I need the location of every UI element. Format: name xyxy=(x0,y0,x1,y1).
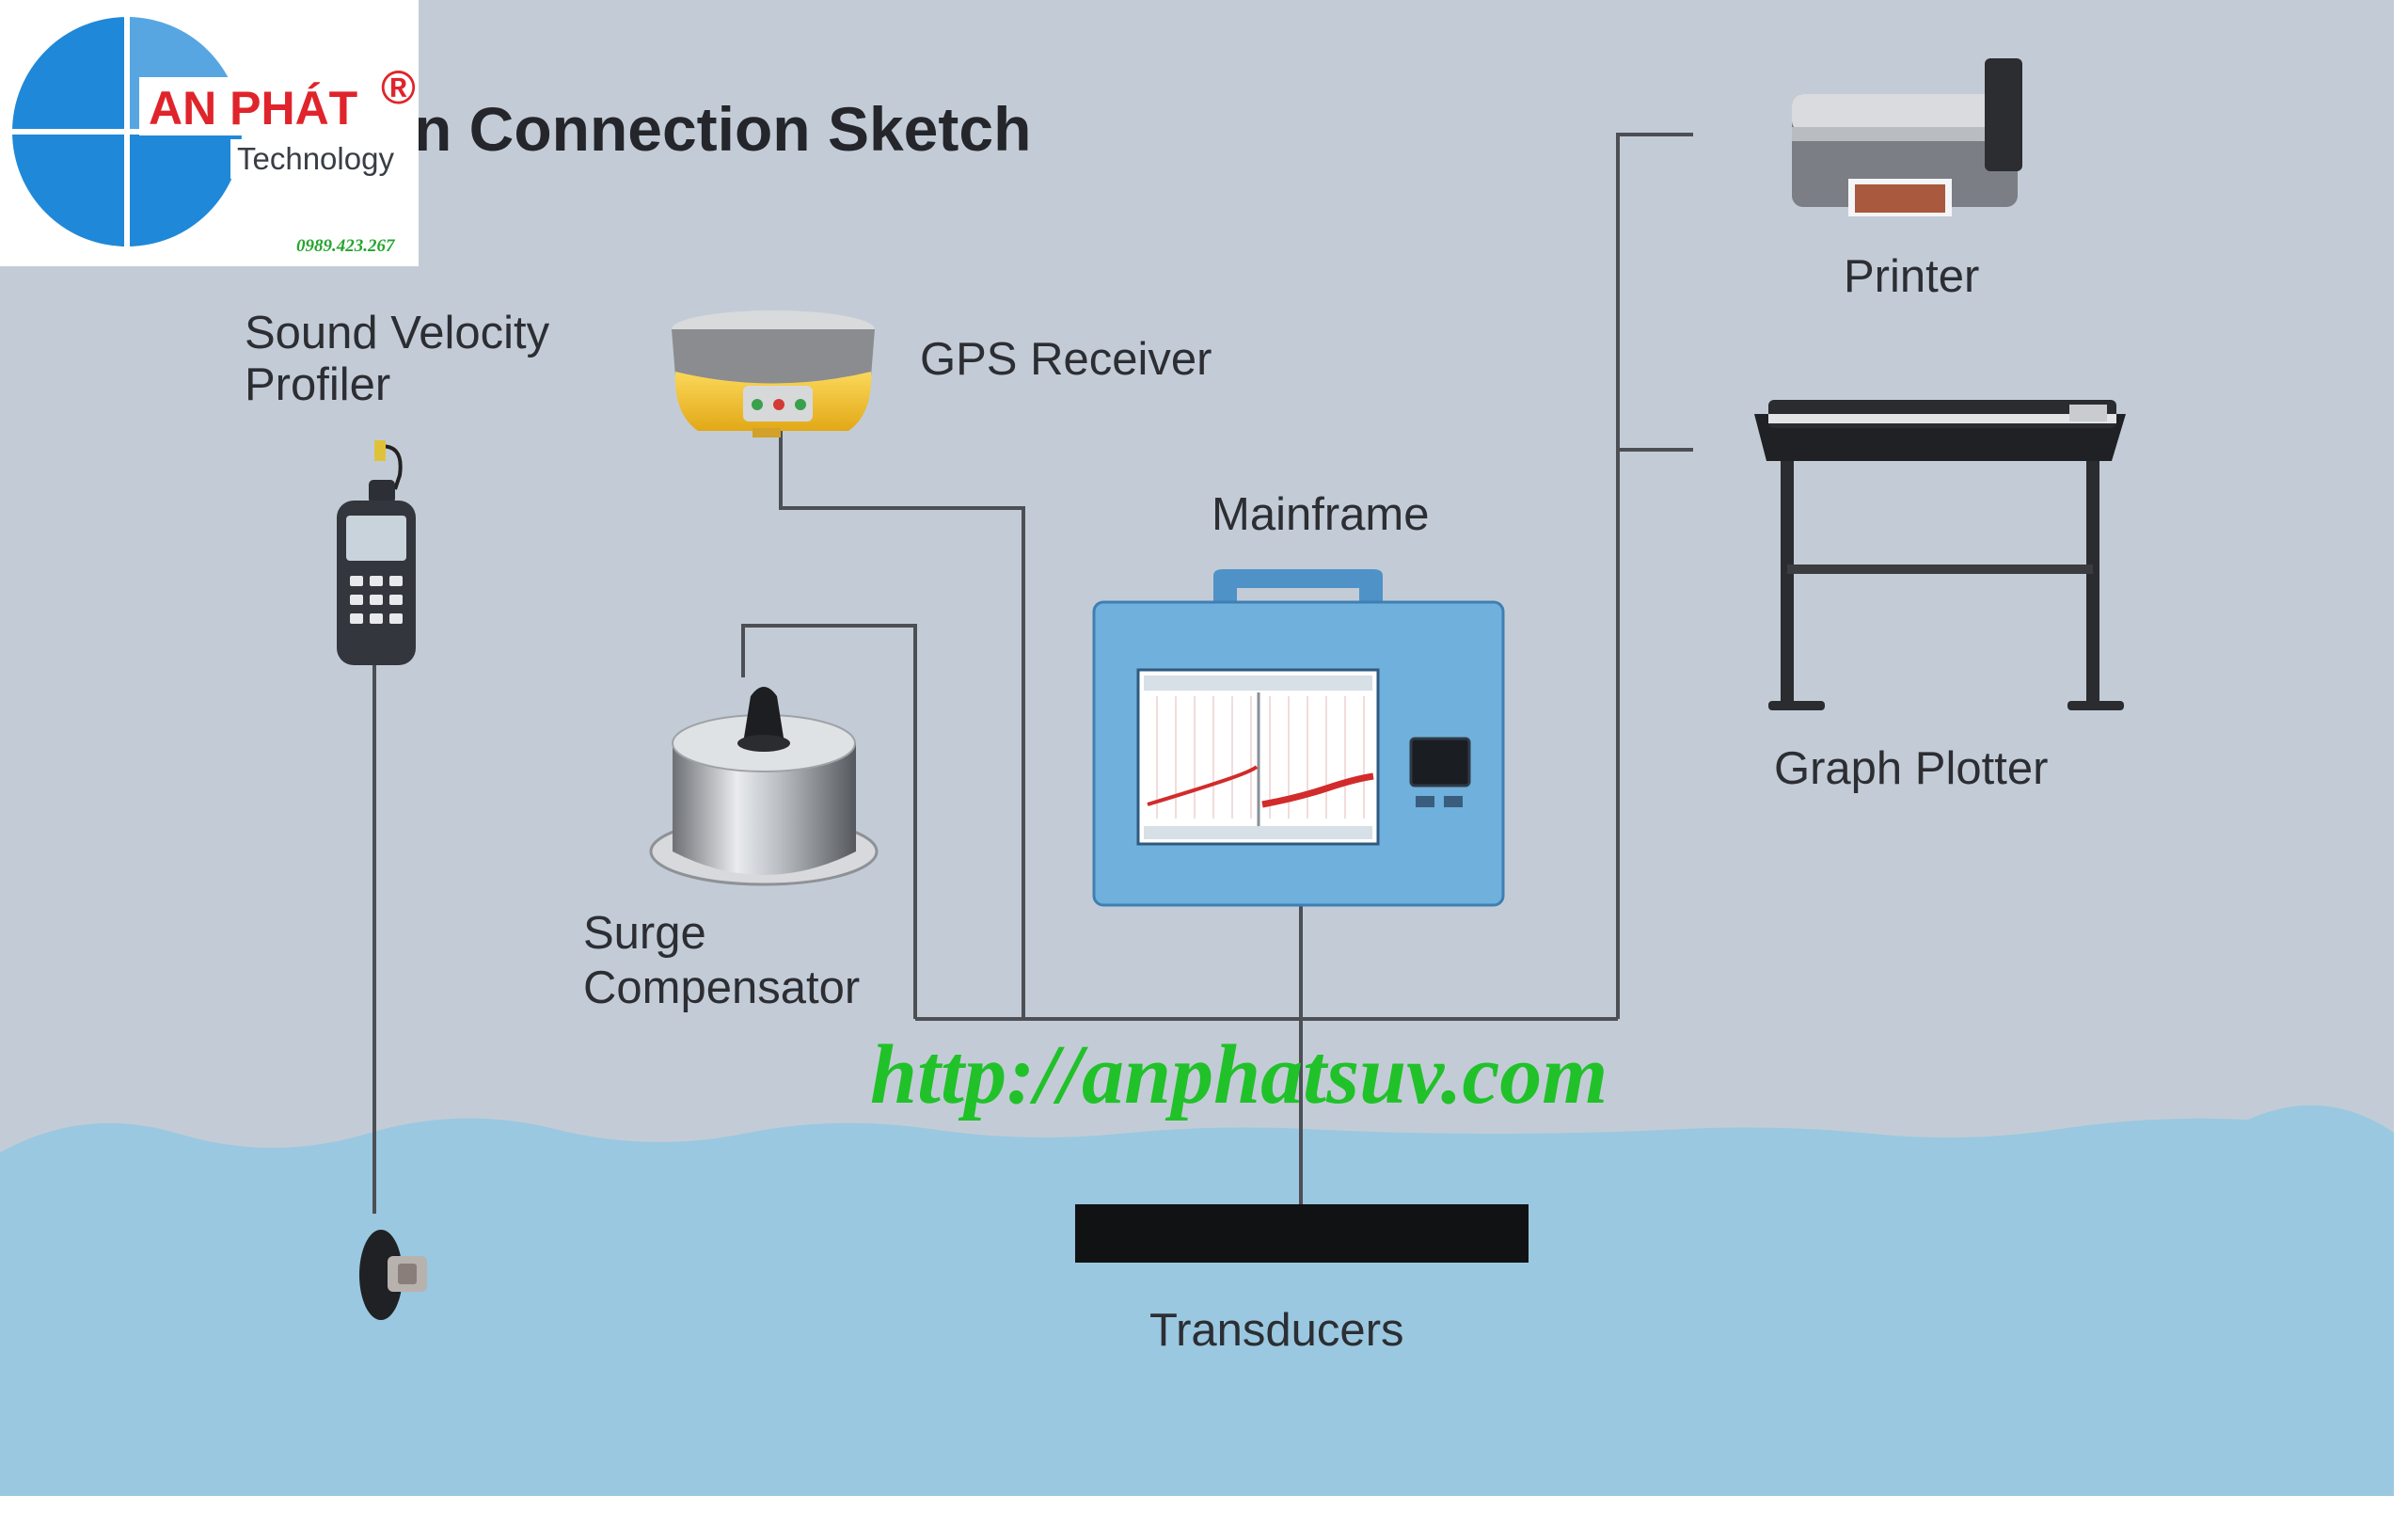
sound-velocity-profiler-icon xyxy=(337,440,427,1320)
diagram-title: n Connection Sketch xyxy=(414,94,1031,164)
anphat-logo: AN PHÁT ® Technology 0989.423.267 xyxy=(0,0,419,266)
printer-icon xyxy=(1792,58,2022,216)
label-graph-plotter: Graph Plotter xyxy=(1774,743,2048,794)
label-transducers: Transducers xyxy=(1149,1305,1404,1356)
surge-compensator-icon xyxy=(649,687,879,886)
frame-right-white xyxy=(2394,0,2408,1527)
label-sound-velocity-profiler-line2: Profiler xyxy=(245,359,390,410)
gps-receiver-icon xyxy=(672,310,875,437)
logo-phone: 0989.423.267 xyxy=(296,236,396,256)
logo-registered-mark: ® xyxy=(381,61,416,114)
label-sound-velocity-profiler-line1: Sound Velocity xyxy=(245,308,550,358)
graph-plotter-icon xyxy=(1754,400,2126,710)
watermark-url: http://anphatsuv.com xyxy=(870,1028,1608,1121)
mainframe-icon xyxy=(1092,569,1505,907)
connection-wires xyxy=(372,133,1693,1214)
label-surge-compensator-line2: Compensator xyxy=(583,962,860,1013)
transducers-bar xyxy=(1075,1204,1529,1263)
logo-subtitle: Technology xyxy=(237,141,394,176)
label-mainframe: Mainframe xyxy=(1212,489,1429,540)
label-gps-receiver: GPS Receiver xyxy=(920,334,1212,385)
logo-brand-text: AN PHÁT xyxy=(149,82,357,135)
water-surface xyxy=(0,1105,2408,1527)
label-surge-compensator-line1: Surge xyxy=(583,908,706,959)
frame-bottom-white xyxy=(0,1496,2408,1527)
label-printer: Printer xyxy=(1844,251,1979,302)
